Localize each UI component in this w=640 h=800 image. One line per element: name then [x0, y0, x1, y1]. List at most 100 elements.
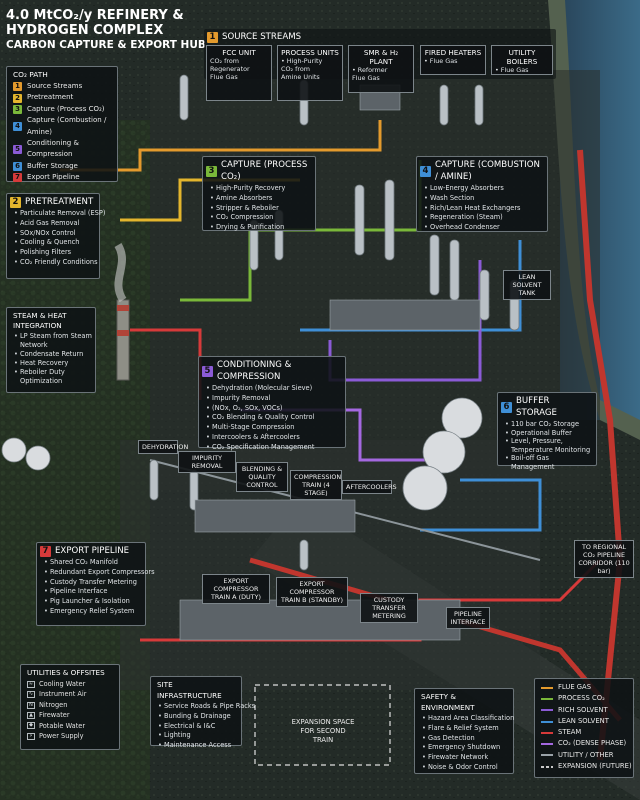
source-unit-detail: Amine Units	[281, 73, 320, 81]
buffer-storage-item: Operational Buffer	[505, 429, 593, 438]
capture-combustion-title: 4 CAPTURE (COMBUSTION / AMINE)	[417, 157, 547, 184]
source-unit-detail: • Flue Gas	[424, 57, 458, 65]
export-pipeline-item: Shared CO₂ Manifold	[44, 558, 142, 568]
legend-item: FLUE GAS	[535, 682, 633, 693]
regional-pipeline-label: TO REGIONAL CO₂ PIPELINE CORRIDOR (110 b…	[574, 540, 634, 578]
site-infrastructure-item: Service Roads & Pipe Racks	[158, 702, 255, 712]
site-infrastructure-list: Service Roads & Pipe RacksBunding & Drai…	[151, 702, 255, 753]
source-unit-card: FIRED HEATERS• Flue Gas	[420, 45, 486, 75]
utility-item: ▲Firewater	[21, 710, 119, 720]
pretreatment-item: Particulate Removal (ESP)	[14, 209, 105, 219]
step-4-path-badge: 4	[13, 122, 22, 132]
expansion-space-label: EXPANSION SPACE FOR SECOND TRAIN	[291, 718, 355, 744]
source-unit-title: SMR & H₂ PLANT	[363, 48, 399, 66]
export-pipeline-title: 7 EXPORT PIPELINE	[37, 543, 145, 558]
conditioning-list: Dehydration (Molecular Sieve)Impurity Re…	[199, 384, 345, 455]
legend-label: FLUE GAS	[558, 683, 592, 691]
utility-label: Power Supply	[39, 732, 84, 741]
export-pipeline-panel: 7 EXPORT PIPELINE Shared CO₂ ManifoldRed…	[36, 542, 155, 626]
compression-train-label: COMPRESSION TRAIN (4 STAGE)	[290, 470, 342, 500]
legend-swatch	[541, 754, 553, 757]
safety-panel: SAFETY & ENVIRONMENT Hazard Area Classif…	[414, 688, 514, 774]
steam-heat-heading: STEAM & HEAT INTEGRATION	[13, 311, 67, 330]
capture-combustion-item: Wash Section	[424, 194, 544, 204]
source-streams-title: 1 SOURCE STREAMS	[204, 29, 556, 44]
source-unit-detail: Flue Gas	[352, 74, 380, 82]
capture-process-panel: 3 CAPTURE (PROCESS CO₂) High-Purity Reco…	[202, 156, 316, 233]
conditioning-item: Dehydration (Molecular Sieve)	[206, 384, 342, 394]
legend-item: LEAN SOLVENT	[535, 716, 633, 727]
pretreatment-heading: PRETREATMENT	[25, 197, 94, 207]
co2-path-heading: CO₂ PATH	[13, 70, 48, 79]
legend-label: CO₂ (DENSE PHASE)	[558, 739, 627, 748]
export-pipeline-list: Shared CO₂ ManifoldRedundant Export Comp…	[37, 558, 155, 619]
safety-item: Firewater Network	[422, 753, 510, 763]
step-4-badge: 4	[420, 165, 431, 177]
co2-path-label: Capture (Process CO₂)	[27, 104, 105, 113]
pipeline-interface-label: PIPELINE INTERFACE	[446, 607, 490, 629]
legend-swatch	[541, 709, 553, 712]
site-infrastructure-item: Electrical & I&C	[158, 722, 238, 732]
legend-item: RICH SOLVENT	[535, 705, 633, 716]
buffer-storage-item: Boil-off Gas Management	[505, 454, 593, 471]
power-supply-icon: ⚡	[27, 732, 35, 740]
source-unit-title: PROCESS UNITS	[281, 48, 339, 57]
nitrogen-icon: N	[27, 701, 35, 709]
capture-process-title: 3 CAPTURE (PROCESS CO₂)	[203, 157, 315, 184]
legend-label: UTILITY / OTHER	[558, 750, 614, 759]
legend-label: LEAN SOLVENT	[558, 716, 609, 725]
step-6-path-badge: 6	[13, 162, 22, 172]
pretreatment-item: SOx/NOx Control	[14, 229, 96, 239]
capture-process-item: High-Purity Recovery	[210, 184, 312, 194]
legend-swatch	[541, 765, 553, 768]
conditioning-title: 5 CONDITIONING & COMPRESSION	[199, 357, 345, 384]
step-5-path-badge: 5	[13, 144, 22, 154]
conditioning-heading: CONDITIONING & COMPRESSION	[217, 360, 292, 382]
title-line-3: CARBON CAPTURE & EXPORT HUB	[6, 39, 206, 51]
site-infrastructure-panel: SITE INFRASTRUCTURE Service Roads & Pipe…	[150, 676, 255, 751]
custody-metering-label: CUSTODY TRANSFER METERING	[360, 593, 418, 623]
co2-path-label: Capture (Combustion / Amine)	[27, 116, 107, 136]
capture-process-item: Amine Absorbers	[210, 194, 312, 204]
co2-path-label: Buffer Storage	[27, 161, 78, 170]
utility-item: ≈Cooling Water	[21, 679, 119, 689]
site-infrastructure-item: Lighting	[158, 731, 238, 741]
source-unit-title: UTILITY BOILERS	[506, 48, 538, 66]
buffer-storage-item: 110 bar CO₂ Storage	[505, 420, 593, 429]
co2-path-label: Pretreatment	[27, 93, 74, 102]
legend-item: PROCESS CO₂	[535, 693, 633, 704]
capture-combustion-list: Low-Energy AbsorbersWash SectionRich/Lea…	[417, 184, 547, 235]
utility-label: Nitrogen	[39, 700, 68, 709]
steam-heat-item: Reboiler Duty Optimization	[14, 368, 92, 386]
capture-process-item: Stripper & Reboiler	[210, 204, 312, 214]
utilities-panel: UTILITIES & OFFSITES ≈Cooling Water∿Inst…	[20, 664, 120, 750]
steam-heat-list: LP Steam from Steam NetworkCondensate Re…	[7, 332, 95, 388]
utilities-heading: UTILITIES & OFFSITES	[27, 668, 105, 677]
conditioning-item: CO₂ Specification Management	[206, 443, 342, 453]
potable-water-icon: ◆	[27, 722, 35, 730]
firewater-icon: ▲	[27, 711, 35, 719]
train-a-label: EXPORT COMPRESSOR TRAIN A (DUTY)	[202, 574, 270, 604]
co2-path-item: 4 Capture (Combustion / Amine)	[7, 115, 117, 138]
page-title: 4.0 MtCO₂/y REFINERY & HYDROGEN COMPLEX …	[6, 8, 206, 53]
train-b-label: EXPORT COMPRESSOR TRAIN B (STANDBY)	[276, 577, 348, 607]
utility-label: Instrument Air	[39, 690, 87, 699]
utility-item: ◆Potable Water	[21, 721, 119, 731]
co2-path-label: Source Streams	[27, 82, 83, 90]
utility-item: N Nitrogen	[21, 700, 119, 710]
source-unit-title: FIRED HEATERS	[424, 48, 482, 57]
blending-label: BLENDING & QUALITY CONTROL	[236, 462, 288, 492]
legend-swatch	[541, 731, 553, 734]
export-pipeline-heading: EXPORT PIPELINE	[55, 546, 130, 556]
buffer-storage-heading: BUFFER STORAGE	[516, 396, 557, 418]
co2-path-label: Conditioning & Compression	[27, 139, 79, 159]
source-unit-detail: Flue Gas	[210, 73, 238, 81]
step-1-badge: 1	[207, 31, 218, 43]
conditioning-item: Impurity Removal	[206, 394, 342, 404]
safety-item: Flare & Relief System	[422, 724, 510, 734]
